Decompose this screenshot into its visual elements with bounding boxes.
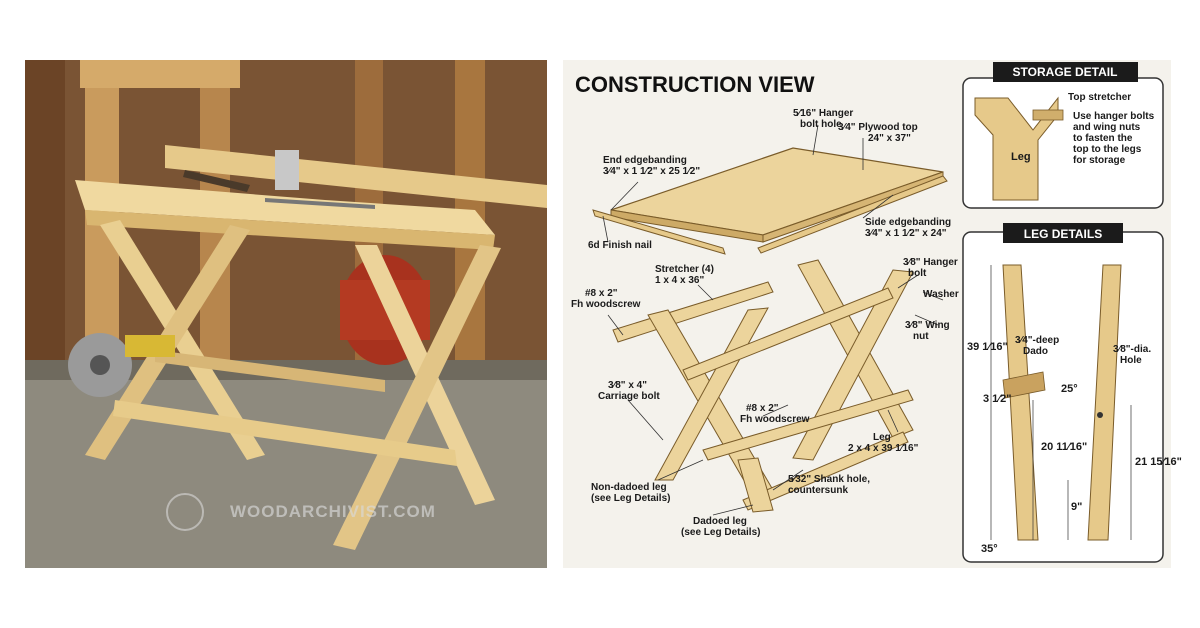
hole-label: 3⁄8"-dia.Hole — [1113, 344, 1151, 366]
workbench-photo: WOODARCHIVIST.COM — [25, 60, 547, 568]
storage-detail-header: STORAGE DETAIL — [1013, 65, 1118, 79]
leg-frame — [612, 259, 914, 513]
label-fh-woodscrew-mid: #8 x 2"Fh woodscrew — [740, 403, 810, 425]
dadoed-leg-drawing — [1002, 264, 1039, 541]
storage-top-stretcher: Top stretcher — [1068, 92, 1131, 103]
label-washer: Washer — [923, 289, 959, 300]
leg-details-header-bg — [1003, 223, 1123, 243]
label-finish-nail: 6d Finish nail — [588, 240, 652, 251]
photo-illustration: WOODARCHIVIST.COM — [25, 60, 547, 568]
label-stretcher: Stretcher (4)1 x 4 x 36" — [655, 264, 714, 286]
storage-detail-header-bg — [993, 62, 1138, 82]
angle-bottom: 35° — [981, 543, 998, 555]
right-height: 21 15⁄16" — [1135, 456, 1182, 468]
bottom-height: 9" — [1071, 501, 1082, 513]
leg-details-header: LEG DETAILS — [1024, 227, 1102, 241]
label-carriage-bolt: 3⁄8" x 4"Carriage bolt — [598, 380, 660, 402]
storage-detail: STORAGE DETAIL Leg Top stretcher Use han… — [962, 62, 1164, 209]
non-dadoed-leg-drawing — [1087, 264, 1122, 541]
angle-top: 25° — [1061, 383, 1078, 395]
watermark: WOODARCHIVIST.COM — [166, 493, 436, 531]
end-edgebanding — [592, 209, 726, 255]
label-shank-hole: 5⁄32" Shank hole,countersunk — [788, 474, 870, 496]
label-dadoed-leg: Dadoed leg(see Leg Details) — [681, 516, 760, 538]
left-height: 20 11⁄16" — [1041, 441, 1087, 453]
label-fh-woodscrew-left: #8 x 2"Fh woodscrew — [571, 288, 641, 310]
leader-lines — [602, 124, 944, 516]
storage-note: Use hanger bolts and wing nuts to fasten… — [1073, 111, 1157, 166]
side-edgebanding — [757, 175, 948, 254]
plywood-top — [610, 147, 944, 243]
construction-plan: CONSTRUCTION VIEW — [563, 60, 1182, 568]
leg-length: 39 1⁄16" — [967, 341, 1008, 353]
storage-leg-label: Leg — [1011, 151, 1031, 163]
plan-drawing: CONSTRUCTION VIEW — [571, 62, 1182, 563]
dado-width: 3 1⁄2" — [983, 393, 1011, 405]
label-non-dadoed-leg: Non-dadoed leg(see Leg Details) — [591, 482, 670, 504]
plan-title: CONSTRUCTION VIEW — [575, 72, 815, 97]
svg-text:WOODARCHIVIST.COM: WOODARCHIVIST.COM — [230, 502, 436, 521]
